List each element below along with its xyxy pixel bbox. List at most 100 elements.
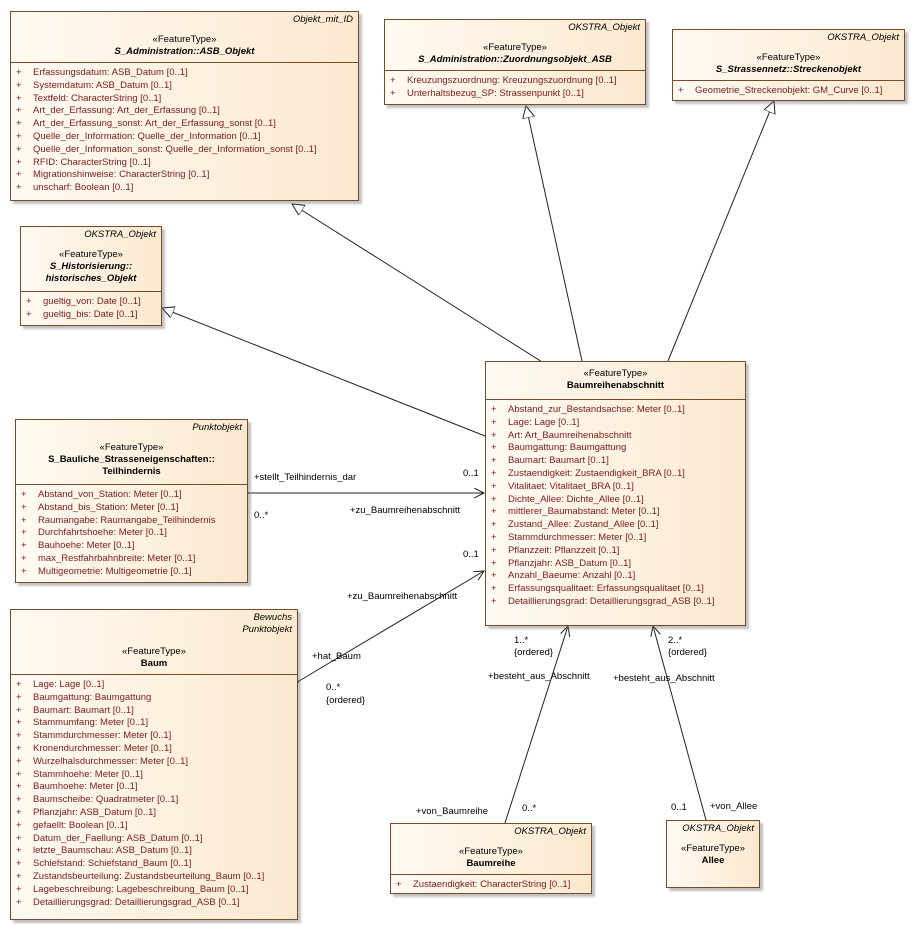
attribute: +Unterhaltsbezug_SP: Strassenpunkt [0..1…: [390, 87, 584, 99]
class-teilhindernis[interactable]: Punktobjekt «FeatureType» S_Bauliche_Str…: [15, 419, 248, 583]
attribute: +gefaellt: Boolean [0..1]: [16, 819, 128, 831]
attribute: +Datum_der_Faellung: ASB_Datum [0..1]: [16, 832, 203, 844]
attribute: +Abstand_zur_Bestandsachse: Meter [0..1]: [491, 404, 685, 415]
attribute: +Anzahl_Baeume: Anzahl [0..1]: [491, 570, 636, 582]
stereotype: «FeatureType»: [122, 646, 186, 657]
multiplicity-label: 2..*: [668, 635, 683, 646]
attribute: +Art_der_Erfassung: Art_der_Erfassung [0…: [16, 105, 220, 117]
attribute: +mittlerer_Baumabstand: Meter [0..1]: [491, 506, 660, 518]
attribute: +Vitalitaet: Vitalitaet_BRA [0..1]: [491, 480, 634, 492]
class-header: OKSTRA_Objekt «FeatureType» Allee: [667, 821, 759, 883]
attribute: +Raumangabe: Raumangabe_Teilhindernis: [21, 514, 216, 526]
role-label: +besteht_aus_Abschnitt: [613, 673, 715, 684]
attribute: +Durchfahrtshoehe: Meter [0..1]: [21, 527, 167, 539]
multiplicity-label: 0..1: [463, 468, 479, 479]
multiplicity-label: 1..*: [514, 635, 529, 646]
class-name: Allee: [701, 855, 725, 866]
class-streckenobjekt[interactable]: OKSTRA_Objekt «FeatureType» S_Strassenne…: [672, 29, 905, 101]
attribute: +Detaillierungsgrad: Detaillierungsgrad_…: [16, 896, 240, 908]
class-tag: Punktobjekt: [192, 422, 242, 433]
stereotype: «FeatureType»: [583, 368, 648, 379]
multiplicity-label: 0..1: [463, 549, 479, 560]
attribute: +Schiefstand: Schiefstand_Baum [0..1]: [16, 858, 192, 870]
attribute: +Pflanzzeit: Pflanzzeit [0..1]: [491, 544, 620, 556]
stereotype: «FeatureType»: [459, 846, 523, 857]
multiplicity-label: 0..*: [326, 682, 341, 693]
class-header: OKSTRA_Objekt «FeatureType» S_Historisie…: [21, 227, 161, 292]
attribute: +Zustaendigkeit: Zustaendigkeit_BRA [0..…: [491, 467, 685, 479]
role-label: +hat_Baum: [312, 651, 361, 662]
class-header: OKSTRA_Objekt «FeatureType» S_Administra…: [385, 20, 645, 71]
class-header: Punktobjekt «FeatureType» S_Bauliche_Str…: [16, 420, 247, 485]
attribute-list: +Abstand_zur_Bestandsachse: Meter [0..1]…: [486, 400, 745, 609]
class-zuordnungsobjekt-asb[interactable]: OKSTRA_Objekt «FeatureType» S_Administra…: [384, 19, 646, 105]
class-historisches-objekt[interactable]: OKSTRA_Objekt «FeatureType» S_Historisie…: [20, 226, 162, 326]
attribute: +Systemdatum: ASB_Datum [0..1]: [16, 79, 172, 91]
attribute: +Lagebeschreibung: Lagebeschreibung_Baum…: [16, 883, 249, 895]
attribute: +RFID: CharacterString [0..1]: [16, 156, 151, 168]
attribute: +Dichte_Allee: Dichte_Allee [0..1]: [491, 493, 644, 505]
class-header: OKSTRA_Objekt «FeatureType» S_Strassenne…: [673, 30, 904, 81]
class-name: Teilhindernis: [102, 466, 161, 477]
class-header: «FeatureType» Baumreihenabschnitt: [486, 362, 745, 400]
attribute: +Art: Art_Baumreihenabschnitt: [491, 429, 632, 441]
attribute: +Migrationshinweise: CharacterString [0.…: [16, 169, 210, 181]
class-baumreihe[interactable]: OKSTRA_Objekt «FeatureType» Baumreihe +Z…: [390, 823, 592, 894]
attribute-list: +gueltig_von: Date [0..1] +gueltig_bis: …: [21, 292, 161, 322]
attribute: +Baumgattung: Baumgattung: [491, 442, 627, 454]
attribute: +Pflanzjahr: ASB_Datum [0..1]: [16, 806, 157, 818]
attribute: +letzte_Baumschau: ASB_Datum [0..1]: [16, 845, 192, 857]
attribute: +Stammdurchmesser: Meter [0..1]: [491, 531, 647, 543]
multiplicity-label: 0..*: [522, 803, 537, 814]
attribute-list: +Zustaendigkeit: CharacterString [0..1]: [391, 875, 591, 892]
attribute-list: +Lage: Lage [0..1] +Baumgattung: Baumgat…: [11, 675, 297, 909]
attribute: +Baumgattung: Baumgattung: [16, 691, 152, 703]
attribute: +Lage: Lage [0..1]: [16, 679, 105, 690]
class-asb-objekt[interactable]: Objekt_mit_ID «FeatureType» S_Administra…: [10, 11, 359, 201]
class-tag: OKSTRA_Objekt: [682, 823, 754, 834]
stereotype: «FeatureType»: [59, 249, 123, 260]
attribute: +Quelle_der_Information: Quelle_der_Info…: [16, 130, 261, 142]
attribute: +Stammdurchmesser: Meter [0..1]: [16, 730, 172, 742]
attribute: +unscharf: Boolean [0..1]: [16, 182, 134, 194]
generalization-zuordnungsobjekt: [526, 106, 583, 362]
attribute: +Zustaendigkeit: CharacterString [0..1]: [396, 879, 571, 890]
role-label: +stellt_Teilhindernis_dar: [254, 472, 357, 483]
attribute: +Quelle_der_Information_sonst: Quelle_de…: [16, 143, 317, 155]
attribute-list: +Geometrie_Streckenobjekt: GM_Curve [0..…: [673, 81, 904, 98]
attribute: +Baumart: Baumart [0..1]: [491, 455, 609, 467]
attribute: +Zustandsbeurteilung: Zustandsbeurteilun…: [16, 870, 265, 882]
constraint-label: {ordered}: [514, 647, 554, 658]
class-allee[interactable]: OKSTRA_Objekt «FeatureType» Allee: [666, 820, 760, 888]
attribute: +Multigeometrie: Multigeometrie [0..1]: [21, 565, 192, 577]
class-tag: Objekt_mit_ID: [292, 14, 353, 25]
attribute: +Kronendurchmesser: Meter [0..1]: [16, 742, 172, 754]
attribute: +Pflanzjahr: ASB_Datum [0..1]: [491, 557, 632, 569]
attribute: +Baumscheibe: Quadratmeter [0..1]: [16, 794, 179, 806]
association-baum-bra: [299, 571, 484, 681]
attribute: +Baumhoehe: Meter [0..1]: [16, 781, 138, 793]
class-tag: OKSTRA_Objekt: [84, 229, 156, 240]
stereotype: «FeatureType»: [152, 34, 217, 45]
multiplicity-label: 0..*: [254, 510, 269, 521]
attribute: +Detaillierungsgrad: Detaillierungsgrad_…: [491, 595, 715, 607]
class-tag: OKSTRA_Objekt: [827, 32, 899, 43]
class-baumreihenabschnitt[interactable]: «FeatureType» Baumreihenabschnitt +Absta…: [485, 361, 746, 626]
role-label: +von_Allee: [710, 801, 758, 812]
association-allee-bra: [653, 626, 706, 820]
class-header: OKSTRA_Objekt «FeatureType» Baumreihe: [391, 824, 591, 875]
attribute: +Geometrie_Streckenobjekt: GM_Curve [0..…: [678, 85, 883, 96]
constraint-label: {ordered}: [326, 695, 366, 706]
attribute-list: +Erfassungsdatum: ASB_Datum [0..1] +Syst…: [11, 63, 358, 195]
attribute: +max_Restfahrbahnbreite: Meter [0..1]: [21, 552, 196, 564]
stereotype: «FeatureType»: [99, 442, 164, 453]
attribute: +Lage: Lage [0..1]: [491, 416, 580, 428]
association-baumreihe-bra: [505, 626, 568, 823]
multiplicity-label: 0..1: [671, 802, 687, 813]
attribute: +Wurzelhalsdurchmesser: Meter [0..1]: [16, 755, 189, 767]
attribute: +Zustand_Allee: Zustand_Allee [0..1]: [491, 519, 659, 531]
attribute: +Erfassungsqualitaet: Erfassungsqualitae…: [491, 583, 704, 595]
